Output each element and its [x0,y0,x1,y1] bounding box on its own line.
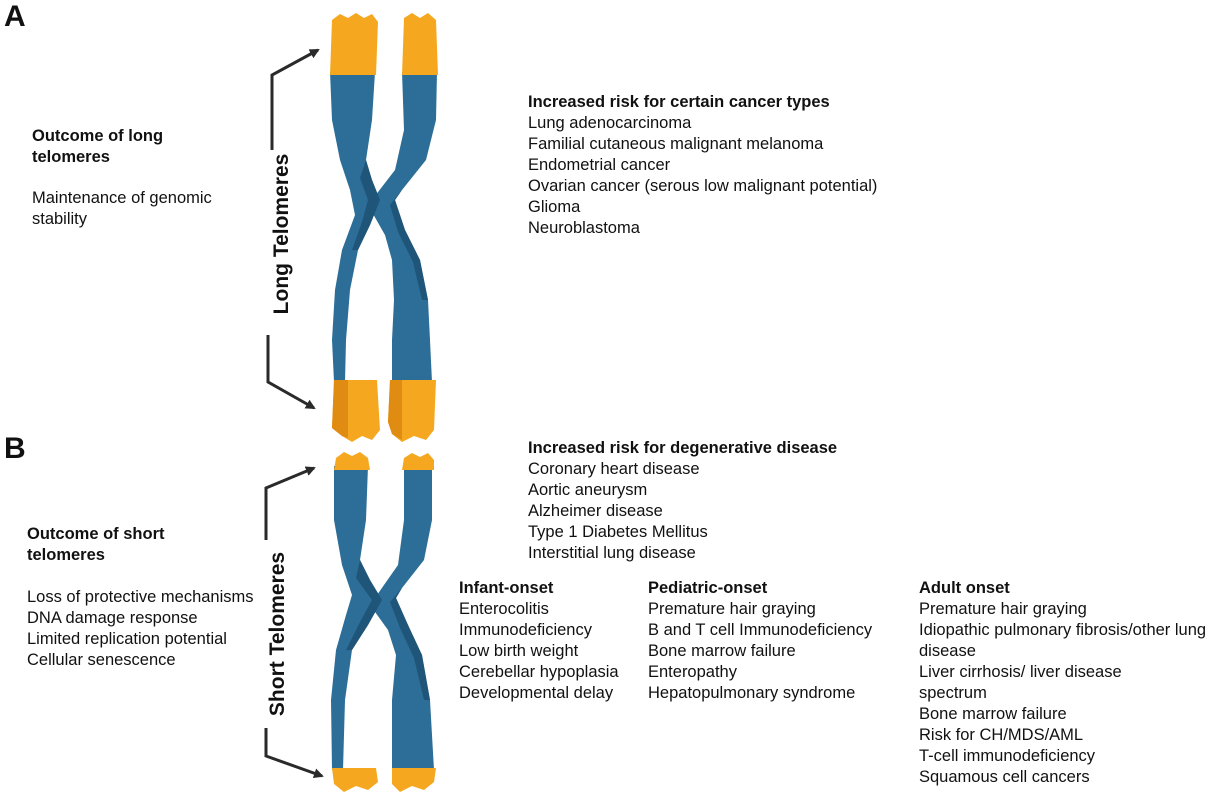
infant-onset-title: Infant-onset [459,579,554,597]
list-item: Idiopathic pulmonary fibrosis/other lung… [919,621,1207,660]
degenerative-risk-list: Coronary heart disease Aortic aneurysm A… [528,459,837,564]
infant-onset-block: Infant-onset Enterocolitis Immunodeficie… [459,578,619,704]
list-item: Interstitial lung disease [528,544,696,562]
degenerative-risk-block: Increased risk for degenerative disease … [528,438,837,564]
long-telomere-chromosome [330,13,438,442]
short-outcome-title: Outcome of short telomeres [27,525,165,564]
adult-onset-block: Adult onset Premature hair graying Idiop… [919,578,1209,788]
list-item: Cerebellar hypoplasia [459,663,619,681]
short-outcome-block: Outcome of short telomeres Loss of prote… [27,524,257,671]
list-item: Coronary heart disease [528,460,700,478]
list-item: Alzheimer disease [528,502,663,520]
list-item: Cellular senescence [27,651,176,669]
long-outcome-title: Outcome of long telomeres [32,127,164,166]
list-item: Low birth weight [459,642,579,660]
chromatid-left-b [331,466,382,770]
long-telomere-arrows [266,48,320,410]
long-telomeres-label: Long Telomeres [270,153,293,315]
list-item: Ovarian cancer (serous low malignant pot… [528,177,878,195]
panel-label-b: B [4,432,26,465]
list-item: Premature hair graying [648,600,816,618]
telomere-top-right-b [402,453,434,470]
list-item: Enteropathy [648,663,737,681]
list-item: Enterocolitis [459,600,549,618]
list-item: Liver cirrhosis/ liver disease spectrum [919,663,1122,702]
cancer-risk-heading: Increased risk for certain cancer types [528,93,830,111]
list-item: Type 1 Diabetes Mellitus [528,523,708,541]
telomere-top-right-a [402,13,438,75]
short-telomeres-label: Short Telomeres [266,551,289,717]
list-item: Immunodeficiency [459,621,592,639]
list-item: B and T cell Immunodeficiency [648,621,873,639]
list-item: Bone marrow failure [919,705,1067,723]
long-outcome-text: Maintenance of genomic stability [32,189,212,228]
cancer-risk-block: Increased risk for certain cancer types … [528,92,877,239]
infant-onset-list: Enterocolitis Immunodeficiency Low birth… [459,599,619,704]
cancer-risk-list: Lung adenocarcinoma Familial cutaneous m… [528,113,877,239]
list-item: Lung adenocarcinoma [528,114,692,132]
short-telomere-chromosome [331,452,436,792]
short-telomere-arrows [264,466,324,779]
list-item: Limited replication potential [27,630,227,648]
list-item: Aortic aneurysm [528,481,648,499]
list-item: Hepatopulmonary syndrome [648,684,856,702]
panel-label-a: A [4,0,26,33]
adult-onset-title: Adult onset [919,579,1010,597]
list-item: Loss of protective mechanisms [27,588,254,606]
telomere-top-left-a [330,13,378,75]
pediatric-onset-block: Pediatric-onset Premature hair graying B… [648,578,872,704]
telomere-bottom-right-b [392,768,436,792]
list-item: Familial cutaneous malignant melanoma [528,135,824,153]
degenerative-risk-heading: Increased risk for degenerative disease [528,439,838,457]
telomere-bottom-left-b [332,768,378,792]
pediatric-onset-title: Pediatric-onset [648,579,768,597]
list-item: Premature hair graying [919,600,1087,618]
list-item: Glioma [528,198,581,216]
pediatric-onset-list: Premature hair graying B and T cell Immu… [648,599,872,704]
short-outcome-list: Loss of protective mechanisms DNA damage… [27,587,257,671]
list-item: Endometrial cancer [528,156,671,174]
list-item: Neuroblastoma [528,219,640,237]
list-item: Bone marrow failure [648,642,796,660]
chromatid-left-a [330,72,380,382]
adult-onset-list: Premature hair graying Idiopathic pulmon… [919,599,1209,788]
list-item: Risk for CH/MDS/AML [919,726,1084,744]
list-item: Squamous cell cancers [919,768,1090,786]
list-item: DNA damage response [27,609,198,627]
list-item: T-cell immunodeficiency [919,747,1096,765]
list-item: Developmental delay [459,684,614,702]
telomere-top-left-b [334,452,370,470]
